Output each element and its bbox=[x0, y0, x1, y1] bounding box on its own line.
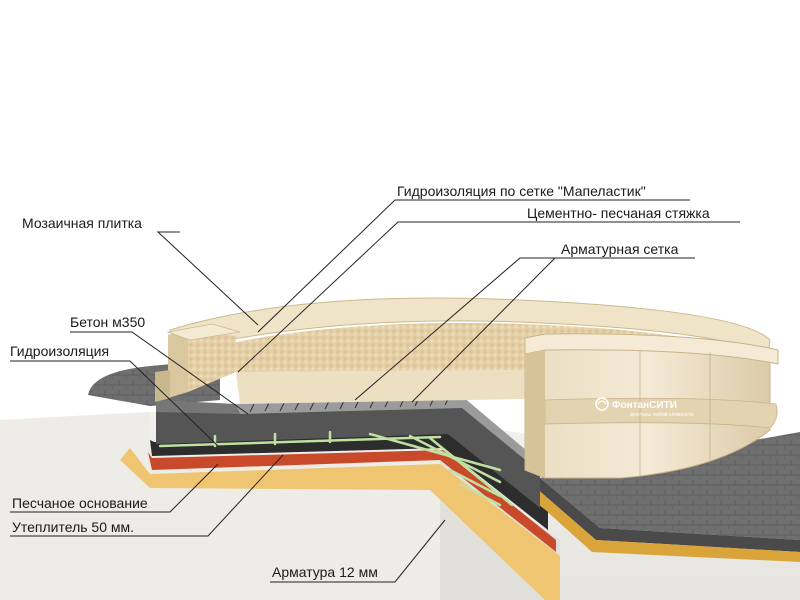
section-layers bbox=[120, 396, 560, 600]
label-hydro-mesh: Гидроизоляция по сетке "Мапеластик" bbox=[397, 183, 646, 199]
label-insulation: Утеплитель 50 мм. bbox=[12, 519, 135, 535]
brand-logo: ФонтанСИТИ фонтаны любой сложности bbox=[595, 397, 694, 418]
pool-ring-wall bbox=[524, 333, 779, 479]
label-concrete: Бетон м350 bbox=[70, 314, 146, 330]
label-mosaic: Мозаичная плитка bbox=[22, 215, 142, 231]
label-rebar: Арматура 12 мм bbox=[272, 564, 378, 580]
brand-name: ФонтанСИТИ bbox=[612, 400, 677, 411]
label-mesh: Арматурная сетка bbox=[561, 241, 679, 257]
label-screed: Цементно- песчаная стяжка bbox=[527, 205, 710, 221]
label-sand: Песчаное основание bbox=[12, 495, 148, 511]
brand-tagline: фонтаны любой сложности bbox=[630, 411, 694, 418]
label-hydro: Гидроизоляция bbox=[10, 343, 110, 359]
leader-lines bbox=[10, 199, 740, 583]
rebar-grid bbox=[158, 430, 514, 507]
